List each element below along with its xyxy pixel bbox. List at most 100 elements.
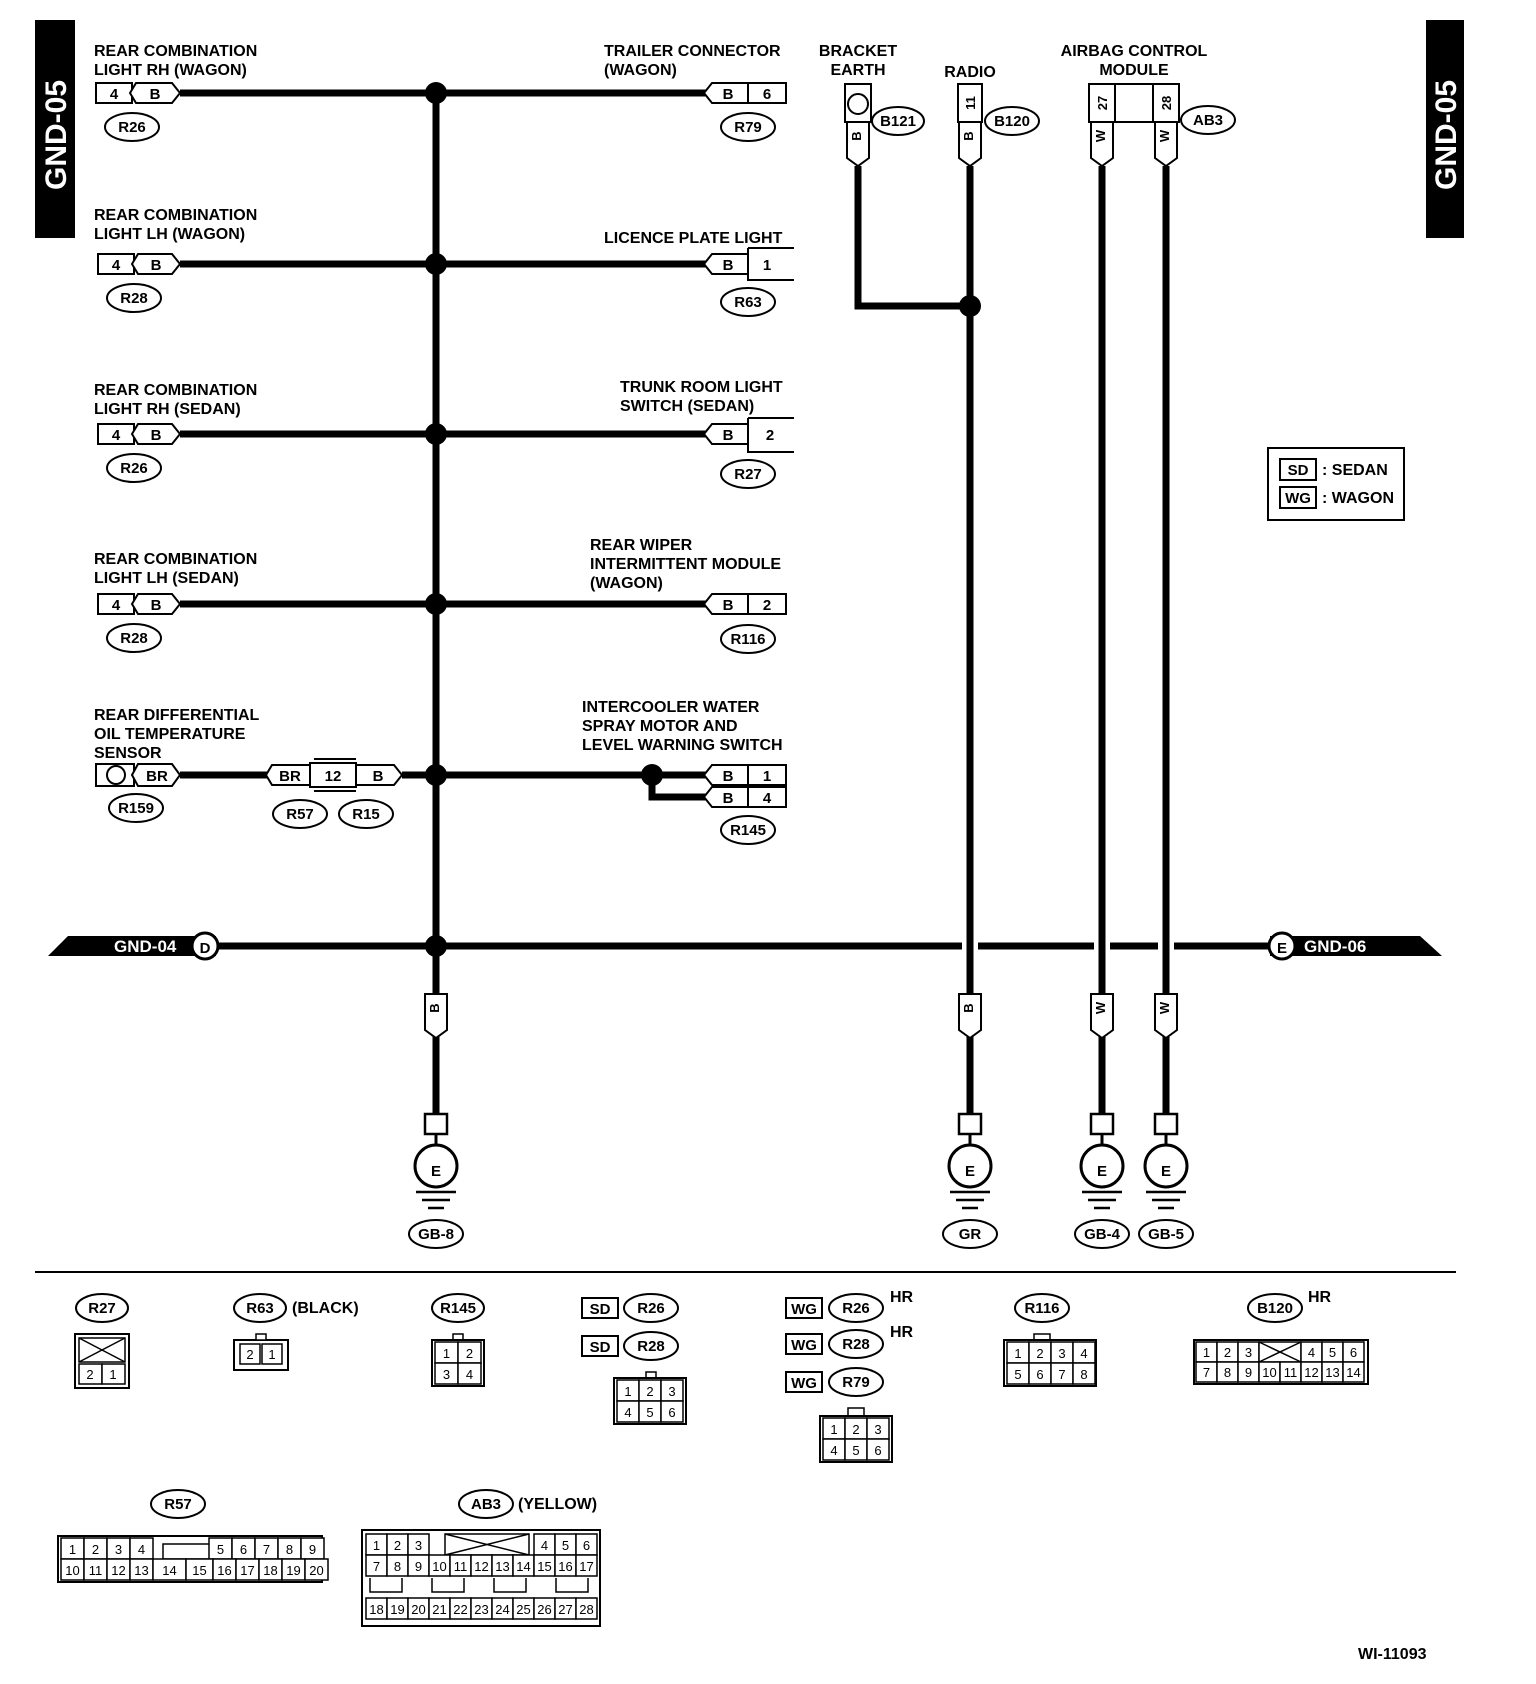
component-label: REAR WIPER — [590, 537, 693, 554]
pin: 12 — [111, 1563, 125, 1578]
component-label: SWITCH (SEDAN) — [620, 398, 754, 415]
variant-code: SD — [590, 1301, 611, 1318]
pin: 18 — [369, 1602, 383, 1617]
pin: 3 — [668, 1384, 675, 1399]
pin: 9 — [1245, 1365, 1252, 1380]
wire-color: W — [1093, 1001, 1108, 1014]
pin: 9 — [309, 1542, 316, 1557]
pin: 10 — [1262, 1365, 1276, 1380]
pin: 1 — [443, 1346, 450, 1361]
legend-text: : SEDAN — [1322, 462, 1388, 479]
pin: 8 — [394, 1559, 401, 1574]
pin: 6 — [1350, 1345, 1357, 1360]
tab-right: GND-05 — [1426, 20, 1464, 238]
connector-id: B120 — [994, 113, 1030, 130]
ground-letter: E — [1097, 1163, 1107, 1180]
pin: 7 — [1058, 1367, 1065, 1382]
wire-color: B — [849, 131, 864, 140]
pin: BR — [146, 768, 168, 785]
pin: 11 — [89, 1563, 103, 1578]
ground-letter: E — [965, 1163, 975, 1180]
pin: 17 — [579, 1559, 593, 1574]
connector-id: R57 — [286, 806, 314, 823]
pin: 6 — [668, 1405, 675, 1420]
wire-color: B — [427, 1003, 442, 1012]
component-label: TRAILER CONNECTOR — [604, 43, 781, 60]
pin: 13 — [134, 1563, 148, 1578]
pin: 11 — [1284, 1365, 1298, 1380]
pin: 1 — [624, 1384, 631, 1399]
pin: 7 — [373, 1559, 380, 1574]
ground-id: GB-8 — [418, 1226, 454, 1243]
ground-bus: GND-04 D E GND-06 — [48, 931, 1442, 961]
view-r27: R27 2 1 — [74, 1293, 130, 1389]
pin: 2 — [1224, 1345, 1231, 1360]
pin: 23 — [474, 1602, 488, 1617]
pin: 2 — [394, 1538, 401, 1553]
left-component-2: REAR COMBINATION LIGHT LH (WAGON) 4 B R2… — [94, 207, 257, 313]
connector-id: R79 — [734, 119, 762, 136]
pin: 7 — [1203, 1365, 1210, 1380]
pin: 22 — [453, 1602, 467, 1617]
pin: 2 — [92, 1542, 99, 1557]
pin: 1 — [69, 1542, 76, 1557]
pin: 6 — [240, 1542, 247, 1557]
connector-id: R28 — [842, 1336, 870, 1353]
pin: 2 — [852, 1422, 859, 1437]
component-label: REAR COMBINATION — [94, 207, 257, 224]
pin: 28 — [1159, 96, 1174, 110]
pin: 9 — [415, 1559, 422, 1574]
connector-id: R26 — [637, 1300, 665, 1317]
component-label: RADIO — [944, 64, 996, 81]
legend-text: : WAGON — [1322, 490, 1394, 507]
pin: 17 — [240, 1563, 254, 1578]
connector-id: R79 — [842, 1374, 870, 1391]
component-label: LIGHT LH (SEDAN) — [94, 570, 239, 587]
component-label: REAR COMBINATION — [94, 382, 257, 399]
pin: 1 — [763, 768, 771, 785]
component-label: INTERMITTENT MODULE — [590, 556, 781, 573]
pin: 4 — [624, 1405, 631, 1420]
connector-id: R28 — [637, 1338, 665, 1355]
pin: 4 — [1308, 1345, 1315, 1360]
figure-id: WI-11093 — [1358, 1646, 1427, 1663]
ground-id: GB-4 — [1084, 1226, 1120, 1243]
connector-note: (BLACK) — [292, 1300, 359, 1317]
ground-id: GR — [959, 1226, 982, 1243]
connector-id: R63 — [734, 294, 762, 311]
connector-id: R63 — [246, 1300, 274, 1317]
pin: 12 — [325, 768, 342, 785]
pin: 15 — [192, 1563, 206, 1578]
pin: 1 — [763, 257, 771, 274]
pin: 4 — [112, 597, 121, 614]
connector-id: B120 — [1257, 1300, 1293, 1317]
connector-id: R57 — [164, 1496, 192, 1513]
pin: 18 — [263, 1563, 277, 1578]
variant-code: WG — [791, 1301, 817, 1318]
component-label: LIGHT RH (SEDAN) — [94, 401, 241, 418]
radio: RADIO 11 B B120 — [944, 64, 1040, 168]
pin: 14 — [516, 1559, 530, 1574]
hr-note: HR — [890, 1289, 914, 1306]
wire-color: W — [1157, 129, 1172, 142]
pin: 16 — [558, 1559, 572, 1574]
pin: 3 — [1058, 1346, 1065, 1361]
connector-id: R27 — [88, 1300, 116, 1317]
pin: 6 — [583, 1538, 590, 1553]
pin: 27 — [558, 1602, 572, 1617]
pin: 1 — [373, 1538, 380, 1553]
pin: 5 — [852, 1443, 859, 1458]
pin: 5 — [1014, 1367, 1021, 1382]
component-label: REAR DIFFERENTIAL — [94, 707, 260, 724]
pin: BR — [279, 768, 301, 785]
component-label: AIRBAG CONTROL — [1061, 43, 1208, 60]
wire-color: B — [961, 131, 976, 140]
